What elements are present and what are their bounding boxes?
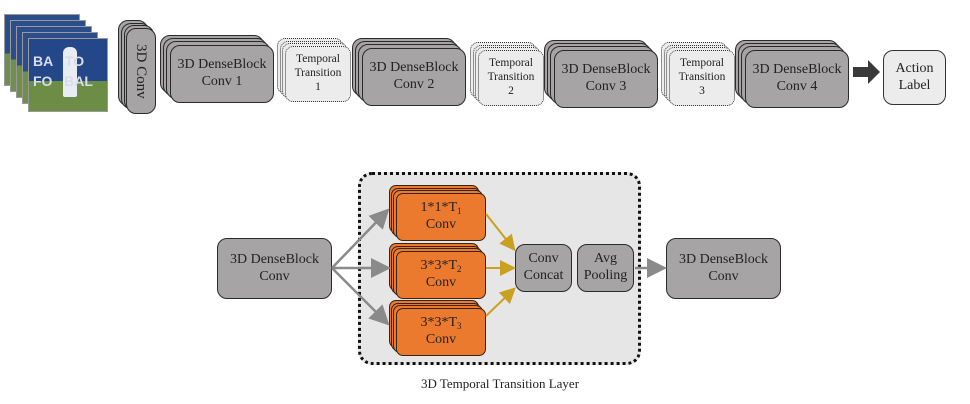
transition-label: Transition xyxy=(678,71,726,84)
conv3d-label: 3D Conv xyxy=(133,43,149,99)
arrow-from-branch-1 xyxy=(485,213,516,252)
detail-input-dense-block: 3D DenseBlock Conv xyxy=(217,238,332,299)
dense-block-2: 3D DenseBlock Conv 2 xyxy=(352,38,467,106)
panel-caption: 3D Temporal Transition Layer xyxy=(420,376,580,391)
block-label: Avg xyxy=(593,251,618,267)
branch-type: Conv xyxy=(425,275,457,290)
dense-block-label: 3D DenseBlock xyxy=(561,62,651,78)
branch-type: Conv xyxy=(425,217,457,232)
right-arrow-icon xyxy=(853,60,880,84)
action-label-block: Action Label xyxy=(883,50,946,105)
dense-block-sublabel: Conv 4 xyxy=(776,79,818,94)
block-label: Conv xyxy=(259,268,290,284)
transition-index: 2 xyxy=(508,84,514,97)
transition-index: 3 xyxy=(699,84,705,97)
dense-block-label: 3D DenseBlock xyxy=(369,60,459,76)
transition-index: 1 xyxy=(315,80,321,93)
arrow-to-branch-3 xyxy=(331,267,390,326)
transition-label: Temporal xyxy=(489,57,533,70)
branch-conv-2: 3*3*T2 Conv xyxy=(389,243,487,299)
block-label: Conv xyxy=(528,251,559,267)
arrow-from-branch-3 xyxy=(485,287,516,317)
branch-kernel: 1*1*T1 xyxy=(420,200,462,217)
transition-label: Transition xyxy=(487,71,535,84)
arrow-to-branch-1 xyxy=(331,208,390,269)
dense-block-1: 3D DenseBlock Conv 1 xyxy=(160,35,275,103)
branch-conv-1: 1*1*T1 Conv xyxy=(389,185,487,241)
block-label: Conv xyxy=(708,268,739,284)
block-label: 3D DenseBlock xyxy=(678,251,769,267)
branch-type: Conv xyxy=(425,332,457,347)
player-figure xyxy=(63,47,77,97)
block-label: 3D DenseBlock xyxy=(229,251,320,267)
dense-block-sublabel: Conv 1 xyxy=(201,74,243,89)
branch-conv-3: 3*3*T3 Conv xyxy=(389,300,487,356)
conv3d-block: 3D Conv xyxy=(118,20,156,114)
dense-block-3: 3D DenseBlock Conv 3 xyxy=(544,40,659,108)
block-label: Concat xyxy=(523,268,564,283)
transition-label: Temporal xyxy=(680,57,724,70)
temporal-transition-3: Temporal Transition 3 xyxy=(661,42,735,106)
detail-output-dense-block: 3D DenseBlock Conv xyxy=(666,238,781,299)
avg-pooling-block: Avg Pooling xyxy=(577,244,634,292)
dense-block-sublabel: Conv 3 xyxy=(585,79,627,94)
conv-concat-block: Conv Concat xyxy=(515,244,572,292)
block-label: Pooling xyxy=(583,268,628,283)
action-label-text: Action xyxy=(895,60,934,76)
branch-kernel: 3*3*T3 xyxy=(420,315,462,332)
banner-text: BA TO xyxy=(33,53,85,69)
temporal-transition-2: Temporal Transition 2 xyxy=(470,42,544,106)
dense-block-sublabel: Conv 2 xyxy=(393,77,435,92)
dense-block-label: 3D DenseBlock xyxy=(177,57,267,73)
temporal-transition-1: Temporal Transition 1 xyxy=(277,38,351,102)
action-label-text: Label xyxy=(898,77,931,93)
input-video-frames: BA TO FO BAL xyxy=(4,14,108,112)
video-frame-front: BA TO FO BAL xyxy=(28,38,108,112)
transition-label: Temporal xyxy=(296,53,340,66)
dense-block-label: 3D DenseBlock xyxy=(752,62,842,78)
transition-label: Transition xyxy=(294,67,342,80)
dense-block-4: 3D DenseBlock Conv 4 xyxy=(735,40,850,108)
branch-kernel: 3*3*T2 xyxy=(420,258,462,275)
